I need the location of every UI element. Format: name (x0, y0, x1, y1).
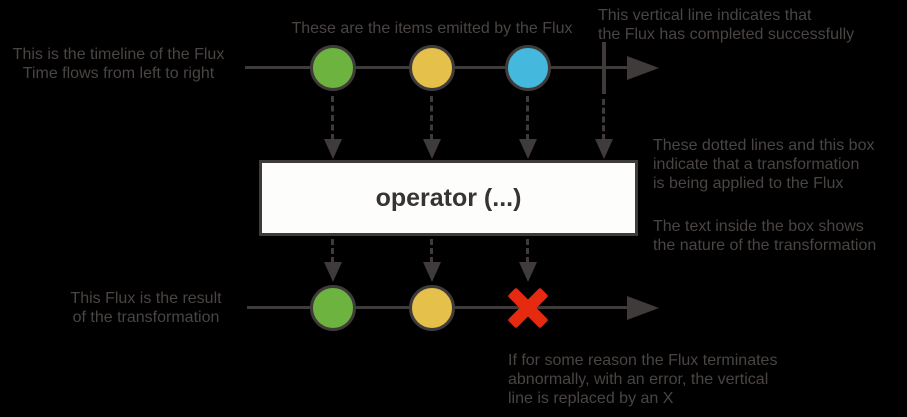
error-x-icon (505, 285, 551, 331)
complete-annotation: This vertical line indicates that the Fl… (598, 7, 855, 43)
down-arrowhead-icon (324, 262, 342, 282)
complete-line (602, 42, 606, 94)
source-marble-blue (505, 45, 551, 91)
down-arrowhead-icon (423, 262, 441, 282)
dotted-line (526, 96, 529, 140)
transformation-annotation: These dotted lines and this box indicate… (653, 137, 875, 192)
down-arrowhead-icon (519, 262, 537, 282)
dotted-line (331, 239, 334, 263)
down-arrowhead-icon (519, 139, 537, 159)
result-marble-green (310, 285, 356, 331)
timeline-annotation: This is the timeline of the Flux Time fl… (12, 46, 225, 82)
dotted-line (331, 96, 334, 140)
down-arrowhead-icon (324, 139, 342, 159)
result-annotation: This Flux is the result of the transform… (70, 290, 222, 326)
dotted-line (526, 239, 529, 263)
source-marble-green (310, 45, 356, 91)
result-timeline-arrowhead-icon (627, 296, 659, 320)
down-arrowhead-icon (595, 139, 613, 159)
dotted-line (602, 99, 605, 140)
result-marble-yellow (409, 285, 455, 331)
box-text-annotation: The text inside the box shows the nature… (653, 218, 877, 254)
source-marble-yellow (409, 45, 455, 91)
dotted-line (430, 96, 433, 140)
dotted-line (430, 239, 433, 263)
items-annotation: These are the items emitted by the Flux (291, 20, 573, 37)
source-timeline-arrowhead-icon (627, 56, 659, 80)
operator-label: operator (...) (375, 183, 522, 212)
down-arrowhead-icon (423, 139, 441, 159)
error-annotation: If for some reason the Flux terminates a… (508, 352, 778, 407)
operator-box: operator (...) (259, 160, 638, 236)
